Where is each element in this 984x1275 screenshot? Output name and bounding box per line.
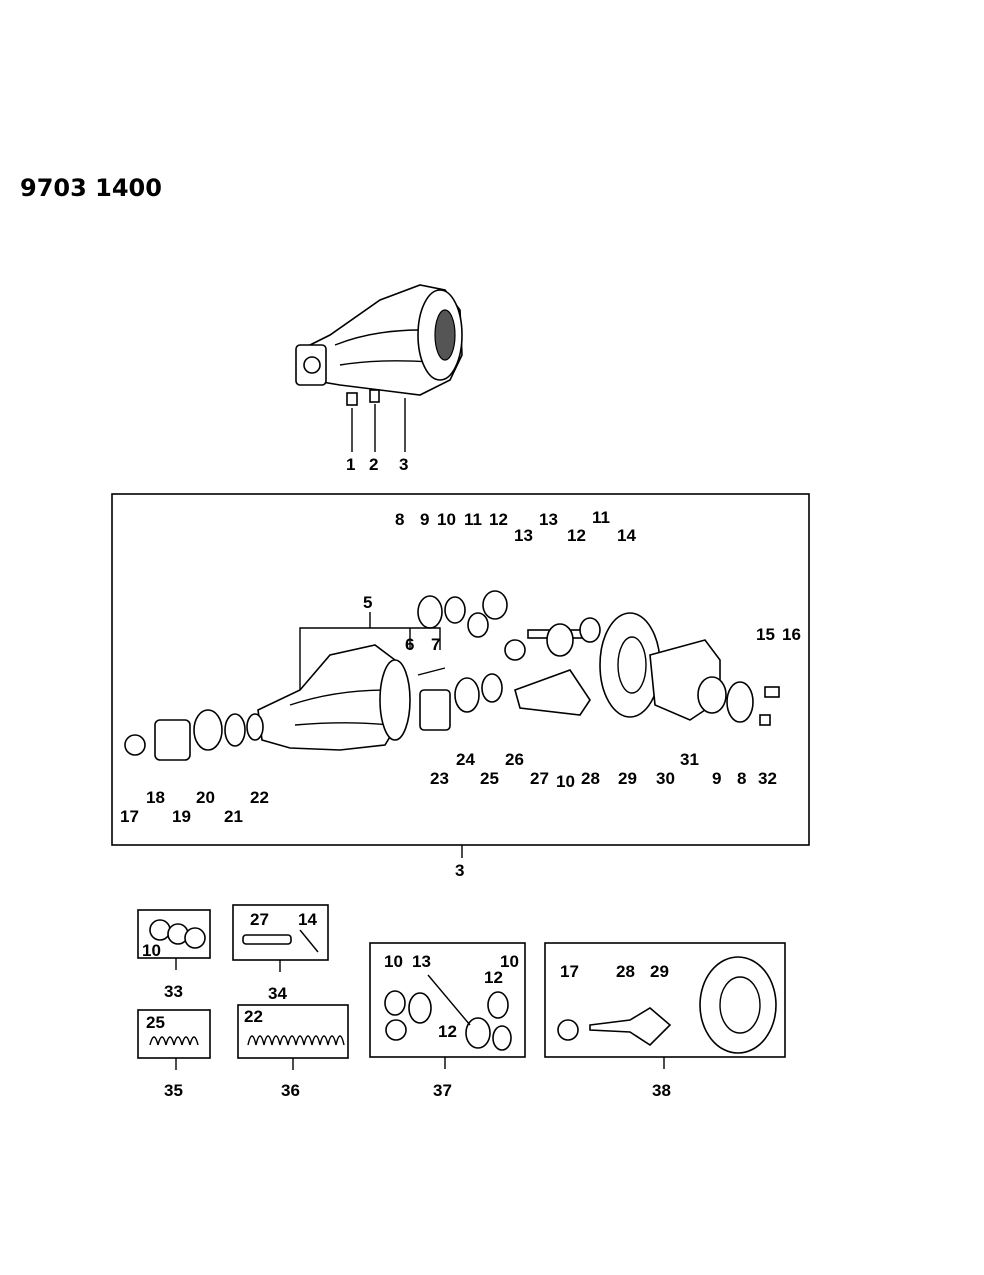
kit-34: 27 14 34 [232, 904, 329, 1003]
callout-3: 3 [399, 455, 408, 474]
callout-19: 19 [172, 807, 191, 826]
callout-25: 25 [480, 769, 499, 788]
kit-33: 10 33 [137, 909, 211, 1001]
callout-16: 16 [782, 625, 801, 644]
kit-35: 25 35 [137, 1009, 211, 1100]
exploded-parts [124, 590, 780, 761]
callout-14: 14 [617, 526, 636, 545]
kit-34-number: 34 [268, 984, 287, 1003]
kit-37: 10 13 12 10 12 37 [369, 942, 526, 1100]
kit-37-label-10-right: 10 [500, 952, 519, 971]
kit-38: 17 28 29 38 [544, 942, 786, 1100]
callout-22: 22 [250, 788, 269, 807]
callout-1: 1 [346, 455, 355, 474]
kit-37-label-13: 13 [412, 952, 431, 971]
kit-34-label-14: 14 [298, 910, 317, 929]
callout-31: 31 [680, 750, 699, 769]
kit-36-number: 36 [281, 1081, 300, 1100]
kit-37-number: 37 [433, 1081, 452, 1100]
kit-33-inner-label: 10 [142, 941, 161, 960]
diagram-reference-number: 9703 1400 [20, 174, 162, 202]
kit-36-inner-label: 22 [244, 1007, 263, 1026]
callout-13-a: 13 [514, 526, 533, 545]
kit-34-label-27: 27 [250, 910, 269, 929]
kit-37-label-12-right: 12 [484, 968, 503, 987]
callout-20: 20 [196, 788, 215, 807]
callout-2: 2 [369, 455, 378, 474]
kit-37-label-12-center: 12 [438, 1022, 457, 1041]
kit-35-number: 35 [164, 1081, 183, 1100]
callout-30: 30 [656, 769, 675, 788]
exploded-view-frame [111, 493, 810, 846]
callout-10-bottom: 10 [556, 772, 575, 791]
callout-28: 28 [581, 769, 600, 788]
exploded-view-callout: 3 [455, 861, 464, 880]
kit-38-number: 38 [652, 1081, 671, 1100]
kit-37-label-10-left: 10 [384, 952, 403, 971]
kit-36: 22 36 [237, 1004, 349, 1100]
callout-9-bottom: 9 [712, 769, 721, 788]
callout-8-bottom: 8 [737, 769, 746, 788]
callout-11-top: 11 [464, 510, 482, 529]
top-callouts: 1 2 3 [346, 455, 408, 474]
callout-7: 7 [431, 635, 440, 654]
callout-27: 27 [530, 769, 549, 788]
callout-5: 5 [363, 593, 372, 612]
callout-32: 32 [758, 769, 777, 788]
callout-26: 26 [505, 750, 524, 769]
callout-21: 21 [224, 807, 243, 826]
callout-10-top: 10 [437, 510, 456, 529]
kit-38-label-17: 17 [560, 962, 579, 981]
callout-24: 24 [456, 750, 475, 769]
callout-12-right: 12 [567, 526, 586, 545]
callout-17: 17 [120, 807, 139, 826]
callout-18: 18 [146, 788, 165, 807]
callout-12-top: 12 [489, 510, 508, 529]
kit-35-inner-label: 25 [146, 1013, 165, 1032]
callout-11-right: 11 [592, 508, 610, 527]
callout-23: 23 [430, 769, 449, 788]
callout-13-b: 13 [539, 510, 558, 529]
callout-8-top: 8 [395, 510, 404, 529]
callout-29: 29 [618, 769, 637, 788]
callout-6: 6 [405, 635, 414, 654]
exploded-callouts: 8 9 10 11 12 13 13 12 11 14 5 6 7 15 16 … [120, 508, 801, 826]
callout-15: 15 [756, 625, 775, 644]
callout-9-top: 9 [420, 510, 429, 529]
differential-assembly-illustration [295, 284, 463, 452]
kit-38-label-29: 29 [650, 962, 669, 981]
kit-33-number: 33 [164, 982, 183, 1001]
kit-38-label-28: 28 [616, 962, 635, 981]
